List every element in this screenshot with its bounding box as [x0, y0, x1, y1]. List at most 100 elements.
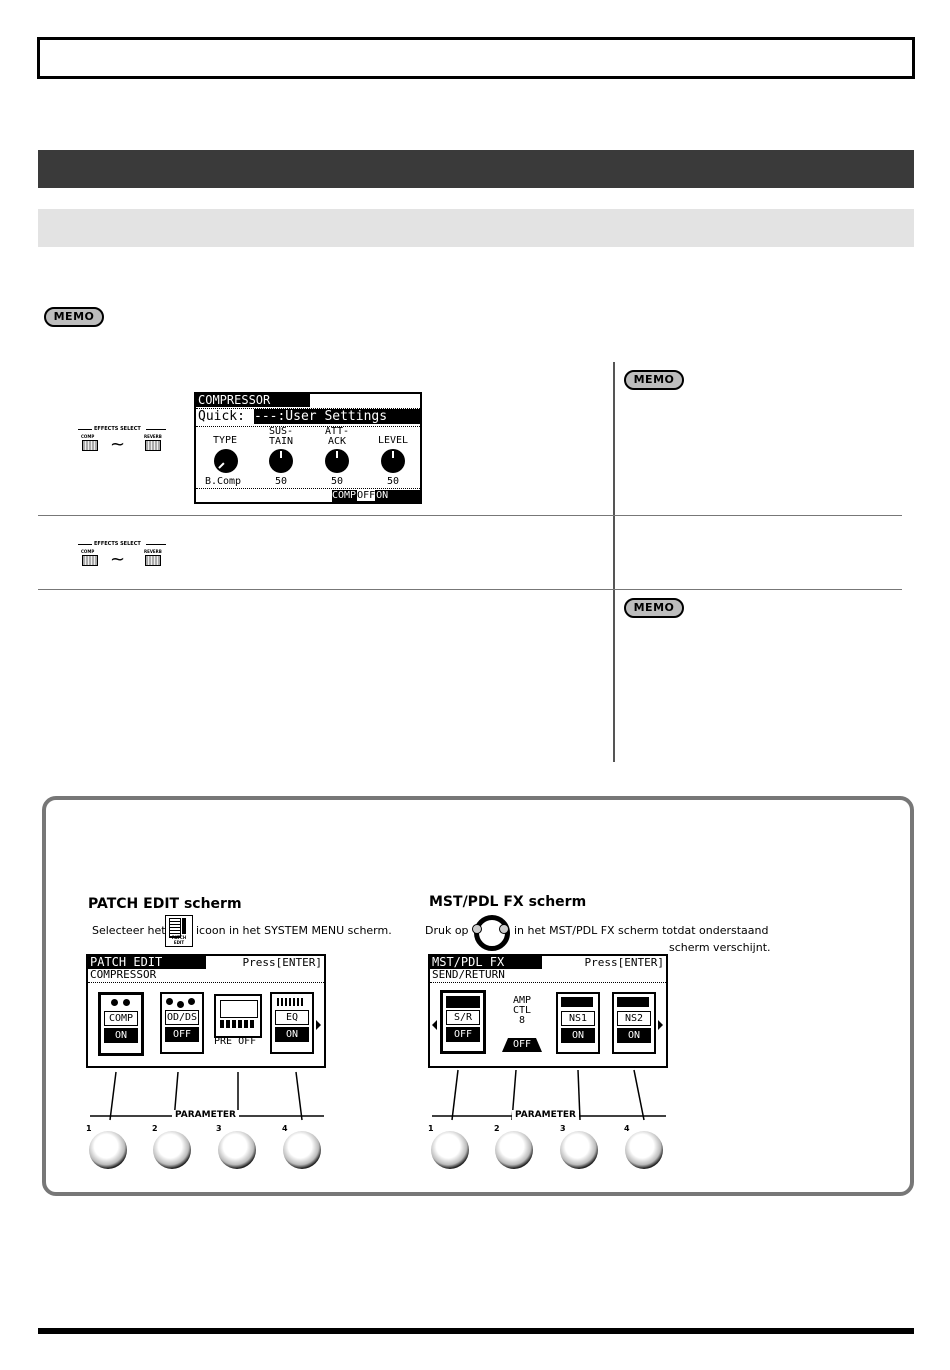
footer-on: ON: [376, 490, 389, 501]
patch-comp-state: ON: [104, 1028, 138, 1043]
mst-pdl-heading: MST/PDL FX scherm: [429, 894, 587, 910]
comp-button-icon: [82, 555, 98, 566]
mst-ns1-name: NS1: [561, 1011, 595, 1026]
mst-pdl-lcd: MST/PDL FX Press[ENTER] SEND/RETURN S/R …: [428, 954, 668, 1068]
patch-edit-lcd-sub: COMPRESSOR: [90, 968, 157, 981]
param-num-4: 4: [624, 1124, 630, 1133]
attack-knob-icon: [325, 449, 349, 473]
footer-comp: COMP: [332, 490, 357, 501]
column-divider: [613, 362, 615, 762]
mst-sr-name: S/R: [446, 1010, 480, 1025]
lcd-quick-label: Quick:: [198, 409, 245, 424]
effects-select-graphic-1: EFFECTS SELECT COMP REVERB ~: [76, 426, 172, 462]
mst-ns1-state: ON: [561, 1028, 595, 1043]
range-tilde: ~: [110, 434, 126, 455]
mst-pdl-lcd-sub: SEND/RETURN: [432, 968, 505, 981]
parameter-knob-3[interactable]: [218, 1131, 256, 1169]
footer-rule: [38, 1328, 914, 1334]
patch-odds-pedal: OD/DS OFF: [160, 992, 204, 1054]
page-header-box: [37, 37, 915, 79]
param-num-2: 2: [152, 1124, 158, 1133]
mst-ns2-name: NS2: [617, 1011, 651, 1026]
mst-pdl-lcd-press: Press[ENTER]: [584, 956, 664, 969]
patch-edit-instr-pre: Selecteer het: [92, 924, 166, 937]
patch-edit-lcd: PATCH EDIT Press[ENTER] COMPRESSOR COMP …: [86, 954, 326, 1068]
row-divider-2: [38, 589, 902, 590]
patch-eq-pedal: EQ ON: [270, 992, 314, 1054]
param-num-1: 1: [86, 1124, 92, 1133]
reverb-button-icon: [145, 555, 161, 566]
effects-select-title: EFFECTS SELECT: [94, 426, 141, 432]
memo-badge-1: MEMO: [624, 370, 684, 390]
patch-preamp-icon: [214, 994, 262, 1038]
comp-label: COMP: [81, 549, 95, 554]
mst-pdl-leader-lines: [432, 1069, 666, 1121]
patch-eq-state: ON: [275, 1027, 309, 1042]
level-knob-icon: [381, 449, 405, 473]
mst-pdl-lcd-title: MST/PDL FX: [430, 956, 542, 969]
memo-badge-2: MEMO: [624, 598, 684, 618]
patch-edit-lcd-press: Press[ENTER]: [242, 956, 322, 969]
patch-edit-lcd-title: PATCH EDIT: [88, 956, 206, 969]
patch-edit-icon-label: PATCH EDIT: [171, 935, 187, 945]
mst-ns2-state: ON: [617, 1028, 651, 1043]
mst-ampctl-state: OFF: [502, 1038, 542, 1052]
patch-pre-name: PRE: [214, 1036, 233, 1047]
subsection-title-bar: [38, 209, 914, 247]
mst-pdl-instr-line2: scherm verschijnt.: [669, 941, 771, 954]
parameter-knob-2[interactable]: [153, 1131, 191, 1169]
range-tilde: ~: [110, 549, 126, 570]
param-sustain-value: 50: [274, 476, 288, 487]
patch-odds-name: OD/DS: [165, 1010, 199, 1025]
param-num-1: 1: [428, 1124, 434, 1133]
param-attack-label: ATT- ACK: [324, 426, 350, 447]
parameter-knob-1[interactable]: [89, 1131, 127, 1169]
lcd-quick-value: ---:User Settings: [254, 409, 420, 424]
reverb-button-icon: [145, 440, 161, 451]
parameter-knob-2[interactable]: [495, 1131, 533, 1169]
parameter-knob-4[interactable]: [625, 1131, 663, 1169]
patch-edit-heading: PATCH EDIT scherm: [88, 896, 242, 912]
parameter-knob-4[interactable]: [283, 1131, 321, 1169]
param-sustain-label: SUS- TAIN: [268, 426, 294, 447]
param-level-value: 50: [386, 476, 400, 487]
mst-pdl-instr-pre: Druk op: [425, 924, 469, 937]
type-knob-icon: [209, 444, 243, 478]
scroll-left-arrow-icon: [432, 1020, 437, 1030]
patch-pre-state: OFF: [238, 1036, 257, 1047]
patch-comp-name: COMP: [104, 1011, 138, 1026]
patch-pre-label: PRE OFF: [214, 1036, 256, 1048]
comp-button-icon: [82, 440, 98, 451]
patch-comp-pedal: COMP ON: [98, 992, 144, 1056]
patch-edit-icon: PATCH EDIT: [165, 915, 193, 947]
dial-icon: [471, 915, 510, 951]
param-type-value: B.Comp: [204, 476, 242, 487]
memo-badge-top: MEMO: [44, 307, 104, 327]
mst-sr-pedal: S/R OFF: [440, 990, 486, 1054]
parameter-label-right: PARAMETER: [512, 1110, 579, 1120]
mst-sr-state: OFF: [446, 1027, 480, 1042]
mst-pdl-instr-post: in het MST/PDL FX scherm totdat ondersta…: [514, 924, 769, 937]
parameter-knob-3[interactable]: [560, 1131, 598, 1169]
compressor-lcd: COMPRESSOR Quick: ---:User Settings TYPE…: [194, 392, 422, 504]
effects-select-title: EFFECTS SELECT: [94, 541, 141, 547]
parameter-knob-1[interactable]: [431, 1131, 469, 1169]
row-divider-1: [38, 515, 902, 516]
lcd-footer: COMPOFFON: [332, 490, 420, 502]
param-num-4: 4: [282, 1124, 288, 1133]
param-type-label: TYPE: [212, 435, 238, 446]
param-num-3: 3: [216, 1124, 222, 1133]
param-level-label: LEVEL: [377, 435, 409, 446]
patch-odds-state: OFF: [165, 1027, 199, 1042]
mst-ampctl-name: AMP CTL 8: [512, 995, 532, 1026]
scroll-right-arrow-icon: [316, 1020, 321, 1030]
comp-label: COMP: [81, 434, 95, 439]
patch-eq-name: EQ: [275, 1010, 309, 1025]
param-attack-value: 50: [330, 476, 344, 487]
patch-edit-leader-lines: [90, 1071, 324, 1121]
sustain-knob-icon: [269, 449, 293, 473]
mst-ns1-pedal: NS1 ON: [556, 992, 600, 1054]
scroll-right-arrow-icon: [658, 1020, 663, 1030]
mst-ns2-pedal: NS2 ON: [612, 992, 656, 1054]
lcd-title: COMPRESSOR: [196, 394, 310, 407]
